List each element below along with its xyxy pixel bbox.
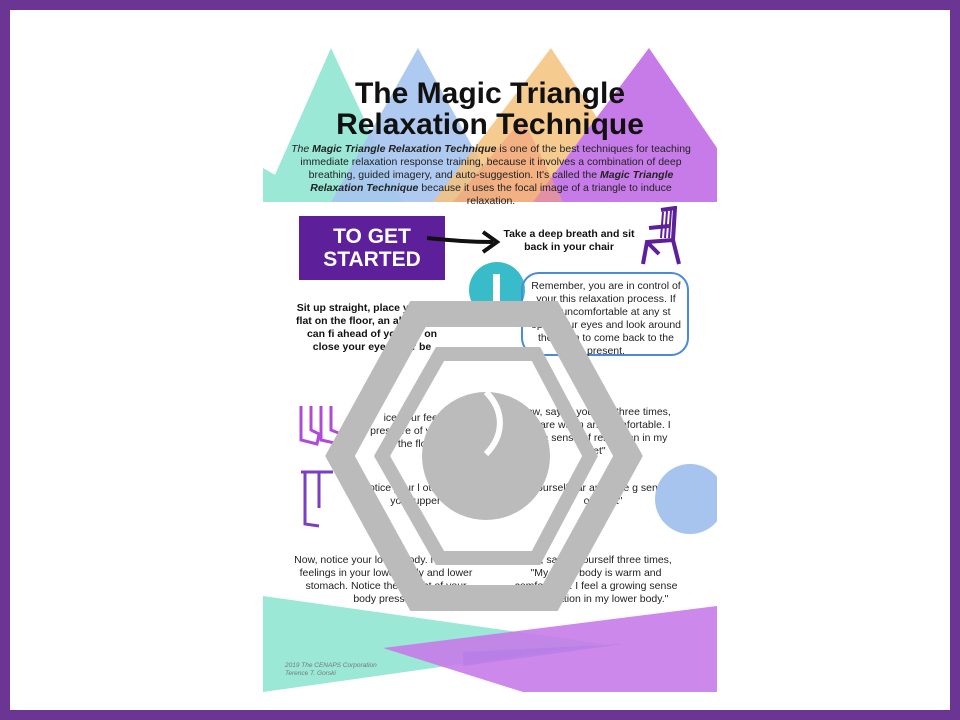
- to-get-started-banner: TO GET STARTED: [299, 216, 445, 280]
- blue-circle: [655, 464, 717, 534]
- chair-icon: [641, 206, 681, 265]
- arrow-icon: [426, 230, 501, 254]
- footer-triangles: [263, 596, 717, 692]
- intro-paragraph: The Magic Triangle Relaxation Technique …: [291, 143, 691, 207]
- page-title: The Magic Triangle Relaxation Technique: [336, 77, 644, 141]
- legs-icon: [301, 470, 333, 528]
- header-triangles: [263, 48, 717, 202]
- poster: The Magic Triangle Relaxation Technique …: [263, 48, 717, 692]
- credit-line: 2019 The CENAPS Corporation Terence T. G…: [285, 662, 377, 677]
- image-frame: The Magic Triangle Relaxation Technique …: [10, 10, 950, 710]
- hexagon-watermark-logo: [325, 301, 643, 611]
- breath-instruction: Take a deep breath and sit back in your …: [503, 228, 635, 253]
- person-figure-icon: [493, 274, 500, 306]
